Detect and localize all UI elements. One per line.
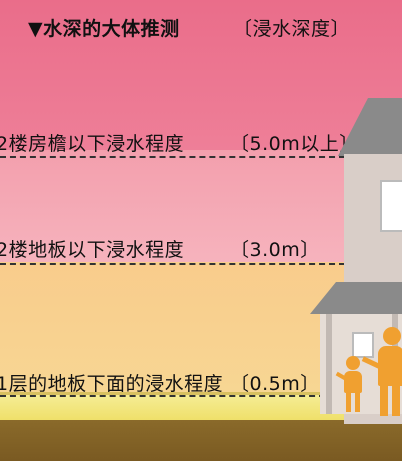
header-depth-label: 〔浸水深度〕 xyxy=(233,18,351,40)
upper-window xyxy=(380,180,402,232)
level-value-3m: 〔3.0m〕 xyxy=(230,239,320,261)
porch-roof xyxy=(310,282,402,314)
level-label-05m: 1层的地板下面的浸水程度 xyxy=(0,373,224,395)
level-line-3m xyxy=(0,263,345,265)
header-title: ▼水深的大体推测 xyxy=(28,18,180,40)
porch-window xyxy=(352,332,374,358)
upper-roof xyxy=(338,98,402,156)
level-label-3m: 2楼地板以下浸水程度 xyxy=(0,239,185,261)
ground-line xyxy=(0,392,402,395)
porch-post xyxy=(326,314,332,414)
level-label-5m: 2楼房檐以下浸水程度 xyxy=(0,133,185,155)
level-line-05m xyxy=(0,395,345,397)
level-line-5m xyxy=(0,156,345,158)
level-value-5m: 〔5.0m以上〕 xyxy=(230,133,359,155)
level-value-05m: 〔0.5m〕 xyxy=(230,373,320,395)
